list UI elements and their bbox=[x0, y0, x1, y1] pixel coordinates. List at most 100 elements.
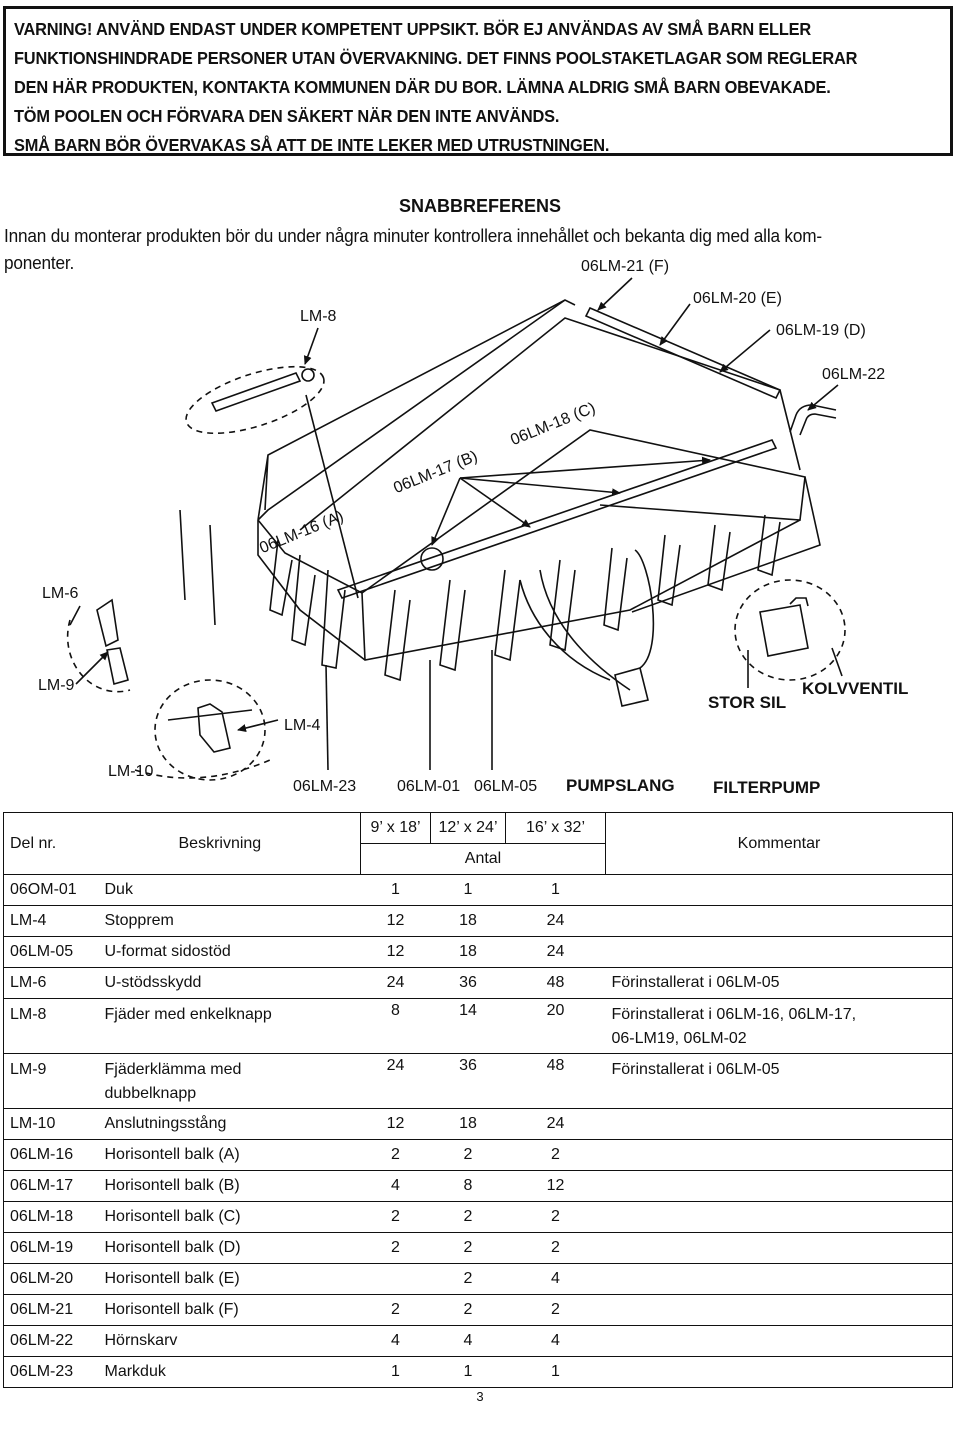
comment-cell bbox=[605, 1201, 953, 1233]
parts-table: Del nr. Beskrivning 9’ x 18’ 12’ x 24’ 1… bbox=[3, 812, 953, 1388]
part-cell: 06LM-16 bbox=[3, 1139, 99, 1171]
qty-16x32-cell: 24 bbox=[505, 905, 606, 937]
header-comment: Kommentar bbox=[605, 812, 953, 875]
header-size-2: 12’ x 24’ bbox=[430, 812, 506, 844]
qty-12x24-cell: 2 bbox=[430, 1201, 506, 1233]
qty-9x18-cell-text: 4 bbox=[391, 1177, 400, 1194]
comment-cell bbox=[605, 936, 953, 968]
qty-12x24-cell: 2 bbox=[430, 1232, 506, 1264]
description-cell-text: Horisontell balk (E) bbox=[104, 1270, 240, 1287]
label-lm-9: LM-9 bbox=[38, 677, 75, 694]
qty-16x32-cell: 2 bbox=[505, 1201, 606, 1233]
label-lm-8: LM-8 bbox=[300, 308, 337, 325]
qty-9x18-cell-text: 12 bbox=[386, 912, 405, 929]
intro-line: Innan du monterar produkten bör du under… bbox=[4, 225, 822, 246]
part-cell: 06LM-22 bbox=[3, 1325, 99, 1357]
header-description: Beskrivning bbox=[98, 812, 361, 875]
qty-16x32-cell-text: 2 bbox=[551, 1239, 560, 1256]
part-cell: LM-6 bbox=[3, 967, 99, 999]
comment-cell-text-line2: 06-LM19, 06LM-02 bbox=[611, 1030, 747, 1047]
header-size-3: 16’ x 32’ bbox=[505, 812, 606, 844]
qty-16x32-cell: 2 bbox=[505, 1232, 606, 1264]
qty-12x24-cell-text: 2 bbox=[463, 1239, 473, 1256]
qty-16x32-cell-text: 20 bbox=[546, 1002, 565, 1019]
qty-12x24-cell: 18 bbox=[430, 936, 506, 968]
qty-16x32-cell-text: 1 bbox=[551, 881, 560, 898]
qty-12x24-cell: 4 bbox=[430, 1325, 506, 1357]
qty-9x18-cell: 1 bbox=[360, 874, 431, 906]
u-leg bbox=[269, 539, 293, 617]
qty-12x24-cell-text: 14 bbox=[459, 1002, 477, 1019]
label-pumpslang: PUMPSLANG bbox=[566, 776, 675, 795]
qty-12x24-cell-text: 2 bbox=[463, 1146, 473, 1163]
description-cell-text: Horisontell balk (C) bbox=[104, 1208, 241, 1225]
label-06lm-22: 06LM-22 bbox=[822, 366, 886, 383]
qty-16x32-cell-text: 24 bbox=[546, 912, 565, 929]
beam-fed bbox=[584, 306, 782, 400]
spring-beam bbox=[210, 372, 302, 412]
qty-12x24-cell: 2 bbox=[430, 1294, 506, 1326]
part-cell-text: LM-4 bbox=[10, 912, 47, 929]
qty-12x24-cell-text: 2 bbox=[463, 1270, 473, 1287]
qty-16x32-cell: 24 bbox=[505, 936, 606, 968]
description-cell-text: U-stödsskydd bbox=[104, 974, 202, 991]
qty-9x18-cell: 4 bbox=[360, 1325, 431, 1357]
comment-cell bbox=[605, 1325, 953, 1357]
qty-16x32-cell: 24 bbox=[505, 1108, 606, 1140]
qty-16x32-cell: 2 bbox=[505, 1294, 606, 1326]
description-cell: Fjäder med enkelknapp bbox=[98, 998, 361, 1054]
comment-cell bbox=[605, 905, 953, 937]
part-cell-text: 06LM-22 bbox=[10, 1332, 74, 1349]
part-cell-text: LM-10 bbox=[10, 1115, 56, 1132]
qty-16x32-cell-text: 1 bbox=[551, 1363, 560, 1380]
label-06lm-01: 06LM-01 bbox=[397, 778, 461, 795]
header-size-1: 9’ x 18’ bbox=[360, 812, 431, 844]
qty-12x24-cell-text: 1 bbox=[463, 881, 473, 898]
description-cell-text: Stopprem bbox=[104, 912, 174, 929]
part-cell: 06LM-21 bbox=[3, 1294, 99, 1326]
description-cell-text: Horisontell balk (B) bbox=[104, 1177, 240, 1194]
strainer-valve bbox=[759, 597, 809, 657]
comment-cell: Förinstallerat i 06LM-16, 06LM-17, 06-LM1… bbox=[605, 998, 953, 1054]
qty-9x18-cell-text: 12 bbox=[386, 1115, 405, 1132]
comment-cell-text: Förinstallerat i 06LM-05 bbox=[611, 974, 780, 991]
pool-assembly-diagram bbox=[66, 277, 846, 781]
label-06lm-05: 06LM-05 bbox=[474, 778, 538, 795]
qty-12x24-cell-text: 36 bbox=[459, 1057, 477, 1074]
qty-9x18-cell: 12 bbox=[360, 936, 431, 968]
qty-16x32-cell-text: 48 bbox=[546, 974, 565, 991]
comment-cell bbox=[605, 1108, 953, 1140]
qty-9x18-cell-text: 24 bbox=[386, 1057, 405, 1074]
description-cell: U-format sidostöd bbox=[98, 936, 361, 968]
part-cell-text: 06LM-23 bbox=[10, 1363, 74, 1380]
description-cell-text: Hörnskarv bbox=[104, 1332, 178, 1349]
qty-16x32-cell-text: 2 bbox=[551, 1301, 560, 1318]
part-cell-text: 06LM-21 bbox=[10, 1301, 74, 1318]
qty-16x32-cell: 1 bbox=[505, 1356, 606, 1388]
label-lm-10: LM-10 bbox=[108, 763, 154, 780]
qty-12x24-cell: 8 bbox=[430, 1170, 506, 1202]
description-cell: Hörnskarv bbox=[98, 1325, 361, 1357]
part-cell-text: LM-6 bbox=[10, 974, 47, 991]
qty-9x18-cell: 2 bbox=[360, 1294, 431, 1326]
beam-abc bbox=[336, 439, 778, 599]
description-cell: Horisontell balk (B) bbox=[98, 1170, 361, 1202]
warning-line: FUNKTIONSHINDRADE PERSONER UTAN ÖVERVAKN… bbox=[14, 48, 858, 68]
part-cell: 06LM-23 bbox=[3, 1356, 99, 1388]
qty-9x18-cell-text: 12 bbox=[386, 943, 405, 960]
qty-9x18-cell bbox=[360, 1263, 431, 1295]
description-cell: Stopprem bbox=[98, 905, 361, 937]
description-cell: Markduk bbox=[98, 1356, 361, 1388]
part-cell: LM-10 bbox=[3, 1108, 99, 1140]
table-header-row: Del nr. Beskrivning 9’ x 18’ 12’ x 24’ 1… bbox=[3, 812, 953, 875]
comment-cell-text: Förinstallerat i 06LM-16, 06LM-17, bbox=[611, 1006, 857, 1023]
